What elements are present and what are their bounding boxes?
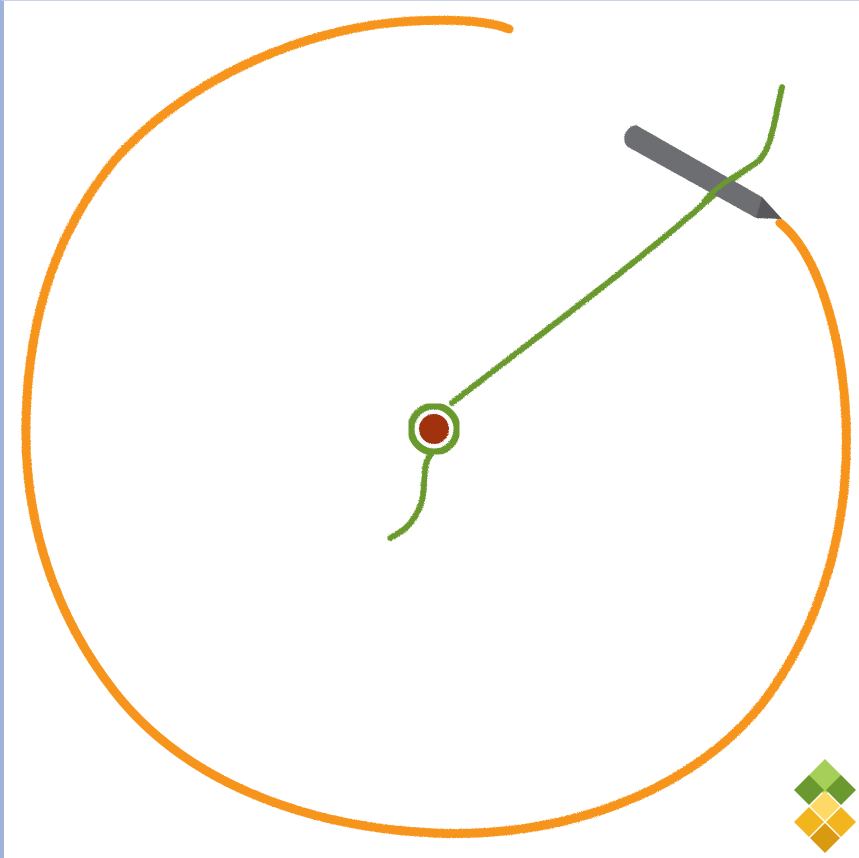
center-pin bbox=[419, 414, 449, 444]
green-compass-tail bbox=[390, 453, 432, 538]
drawing-svg bbox=[4, 1, 859, 858]
green-compass-line bbox=[452, 87, 782, 403]
diamond-logo bbox=[794, 759, 856, 853]
